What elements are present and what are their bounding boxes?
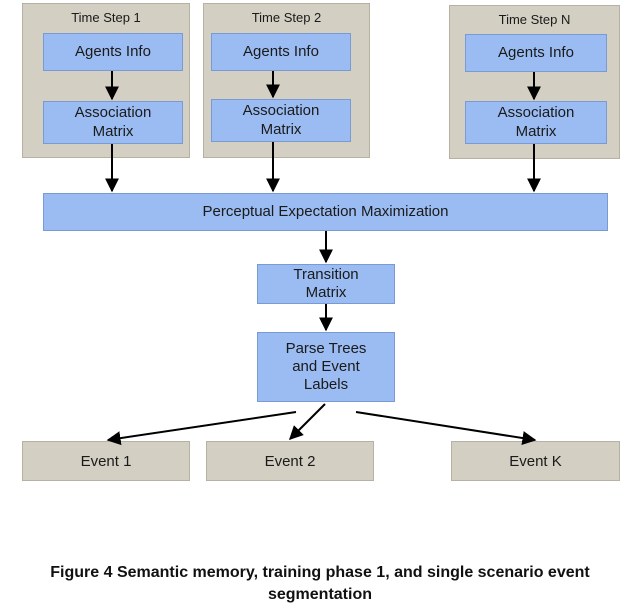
time-step-1-title: Time Step 1 [71, 10, 141, 25]
agents-info-2-box: Agents Info [211, 33, 351, 71]
event-2-box: Event 2 [206, 441, 374, 481]
arrow-parse-to-eventk [355, 411, 537, 445]
association-matrix-2-box: Association Matrix [211, 99, 351, 142]
perceptual-expectation-maximization-box: Perceptual Expectation Maximization [43, 193, 608, 231]
arrow-parse-to-event1 [106, 411, 297, 446]
arrow-parse-to-event2 [289, 403, 326, 440]
transition-matrix-box: Transition Matrix [257, 264, 395, 304]
agents-info-n-box: Agents Info [465, 34, 607, 72]
time-step-n-title: Time Step N [498, 12, 571, 27]
agents-info-1-box: Agents Info [43, 33, 183, 71]
figure-caption: Figure 4 Semantic memory, training phase… [50, 564, 590, 603]
association-matrix-n-box: Association Matrix [465, 101, 607, 144]
event-1-box: Event 1 [22, 441, 190, 481]
association-matrix-1-box: Association Matrix [43, 101, 183, 144]
parse-trees-box: Parse Trees and Event Labels [257, 332, 395, 402]
time-step-2-title: Time Step 2 [251, 10, 322, 25]
